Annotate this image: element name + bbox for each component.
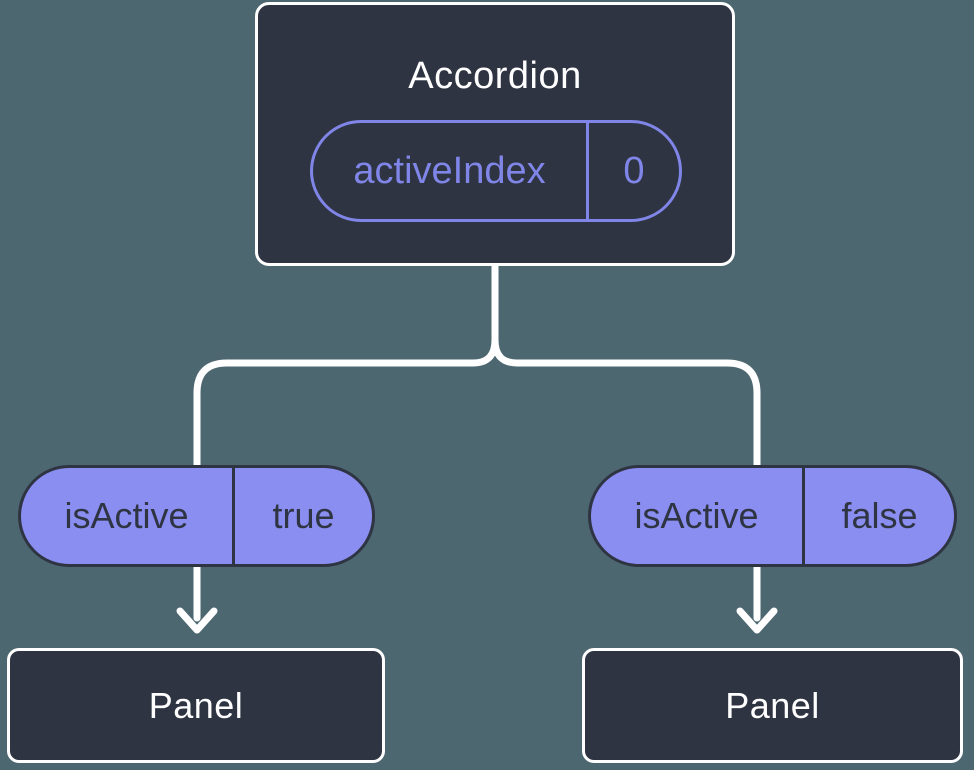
panel-node-right: Panel	[582, 648, 963, 763]
prop-pill-activeindex: activeIndex 0	[310, 120, 682, 222]
accordion-node-title: Accordion	[408, 55, 582, 97]
connector-right-branch	[491, 336, 761, 474]
pill-divider	[586, 123, 589, 219]
panel-node-title: Panel	[725, 684, 820, 726]
prop-name: isActive	[634, 495, 759, 536]
pill-divider	[802, 468, 805, 564]
arrow-down-icon-right	[736, 561, 778, 634]
connector-left-branch	[193, 262, 499, 474]
prop-name: isActive	[64, 495, 189, 536]
pill-divider	[232, 468, 235, 564]
accordion-node: Accordion activeIndex 0	[255, 2, 735, 266]
prop-value: 0	[623, 149, 645, 192]
state-pill-isactive-false: isActive false	[588, 465, 957, 567]
state-pill-isactive-true: isActive true	[18, 465, 375, 567]
prop-name: activeIndex	[353, 149, 546, 192]
prop-value: false	[841, 495, 918, 536]
prop-value: true	[272, 495, 335, 536]
panel-node-left: Panel	[7, 648, 385, 763]
panel-node-title: Panel	[148, 684, 244, 726]
arrow-down-icon-left	[176, 561, 218, 634]
